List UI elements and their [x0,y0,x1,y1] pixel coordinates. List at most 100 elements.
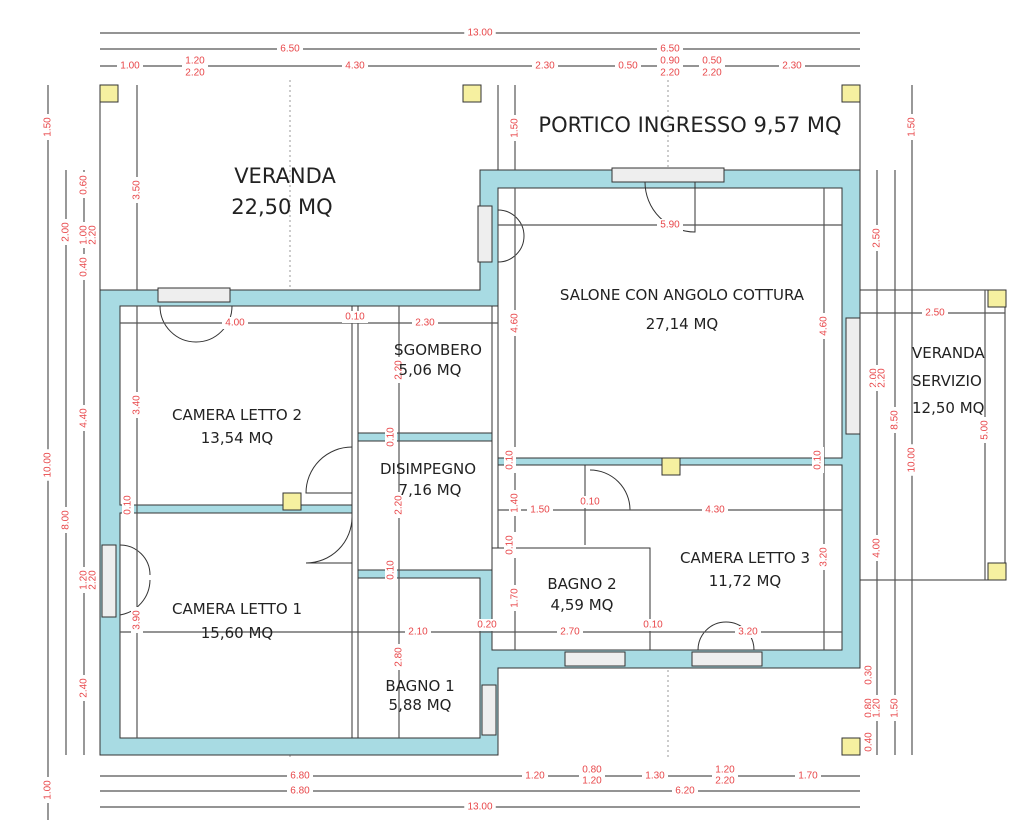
room-name-camera-2: CAMERA LETTO 2 [172,406,302,424]
dimension-label: 1.20 [185,56,205,67]
room-area-camera-2: 13,54 MQ [201,429,273,447]
dimension-label: 10.00 [907,447,918,472]
dimension-label: 1.50 [510,118,521,138]
dimension-label: 2.40 [79,678,90,698]
room-area-camera-1: 15,60 MQ [201,624,273,642]
dimension-label: 0.10 [643,620,663,631]
room-area-salone: 27,14 MQ [646,315,718,333]
dimension-label: 6.20 [675,786,695,797]
dimension-label: 0.40 [864,732,875,752]
dimension-label: 2.30 [782,61,802,72]
dimension-label: 1.20 [582,776,602,787]
pillar [99,84,119,103]
dimension-label: 2.30 [535,61,555,72]
dimension-label: 4.60 [819,316,830,336]
dimension-label: 0.10 [386,427,397,447]
dimension-label: 6.50 [660,44,680,55]
dimension-label: 8.50 [890,410,901,430]
room-name-veranda: VERANDA [234,164,336,188]
dimension-label: 1.20 [872,698,883,718]
dimension-label: 1.40 [510,493,521,513]
windows [101,167,861,736]
dimension-label: 0.10 [123,495,134,515]
veranda-outlines [99,85,1006,581]
dimension-label: 2.50 [872,228,883,248]
dimension-label: 0.30 [864,665,875,685]
dimension-label: 0.10 [813,450,824,470]
room-name-salone: SALONE CON ANGOLO COTTURA [560,286,805,304]
dimension-label: 1.00 [120,61,140,72]
room-area-camera-3: 11,72 MQ [709,572,781,590]
dimension-label: 2.20 [394,360,405,380]
dimension-label: 2.20 [394,495,405,515]
dimension-label: 1.20 [525,771,545,782]
dimension-label: 2.20 [715,776,735,787]
pillar [987,562,1007,581]
dimension-label: 5.00 [980,420,991,440]
dimension-label: 0.10 [386,560,397,580]
dimension-label: 4.40 [79,408,90,428]
dimension-label: 2.00 [61,222,72,242]
room-shapes [119,187,843,739]
room-area-sgombero: 5,06 MQ [399,361,462,379]
room-labels: VERANDA 22,50 MQ PORTICO INGRESSO 9,57 M… [172,113,985,714]
dimension-label: 3.90 [132,610,143,630]
dimension-label: 2.80 [394,647,405,667]
pillar [841,737,861,756]
dimension-label: 1.50 [530,505,550,516]
dimension-label: 0.80 [864,698,875,718]
dimension-label: 3.20 [738,627,758,638]
dimension-label: 3.20 [819,547,830,567]
room-name-bagno-2: BAGNO 2 [547,575,616,593]
dimension-label: 0.20 [477,620,497,631]
pillars [99,84,1007,756]
pillar [841,84,861,103]
room-area-veranda-servizio: 12,50 MQ [912,399,984,417]
dimension-label: 13.00 [467,28,492,39]
dimension-label: 6.50 [280,44,300,55]
dimension-label: 0.50 [702,56,722,67]
room-area-veranda: 22,50 MQ [231,195,332,219]
room-name-portico: PORTICO INGRESSO 9,57 MQ [538,113,841,137]
dimension-label: 8.00 [61,510,72,530]
dimension-label: 2.20 [702,68,722,79]
dimension-label: 0.10 [580,497,600,508]
dimension-label: 2.70 [560,627,580,638]
dimension-label: 0.10 [505,535,516,555]
room-name-bagno-1: BAGNO 1 [385,677,454,695]
dimension-label: 1.00 [43,780,54,800]
dimension-label: 6.80 [290,771,310,782]
dimension-label: 2.20 [88,570,99,590]
dimension-label: 5.90 [660,220,680,231]
dimension-label: 2.20 [88,225,99,245]
dimension-label: 4.00 [872,538,883,558]
dimension-label: 0.50 [618,61,638,72]
dimension-label: 1.00 [79,225,90,245]
dimension-label: 4.00 [225,318,245,329]
dimension-label: 0.40 [79,257,90,277]
dimension-label: 2.50 [925,308,945,319]
dimension-label: 0.10 [345,312,365,323]
dimension-label: 10.00 [43,452,54,477]
pillar [282,492,302,511]
dimension-label: 4.60 [510,313,521,333]
dimension-label: 1.30 [645,771,665,782]
room-name-camera-1: CAMERA LETTO 1 [172,600,302,618]
dimension-label: 0.60 [79,175,90,195]
room-name-camera-3: CAMERA LETTO 3 [680,549,810,567]
dimension-label: 1.70 [510,588,521,608]
dimension-label: 3.40 [132,395,143,415]
pillar [987,289,1007,308]
dimension-label: 1.50 [43,117,54,137]
room-name-veranda-servizio: VERANDA [912,344,985,362]
room-camera-letto-2 [119,305,353,506]
room-bagno-1 [357,577,481,739]
dimension-label: 2.20 [877,368,888,388]
room-camera-letto-1 [119,512,353,739]
dimension-label: 4.30 [345,61,365,72]
dimension-label: 0.80 [582,765,602,776]
doors [119,181,755,651]
dimension-label: 13.00 [467,802,492,813]
